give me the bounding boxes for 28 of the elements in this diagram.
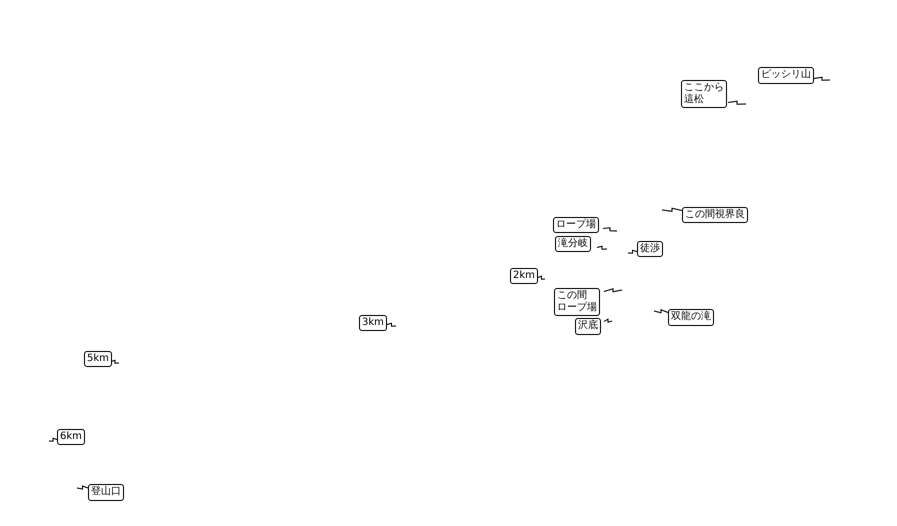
leader-line (48, 438, 58, 442)
leader-line (602, 227, 618, 232)
callout-label: 3km (359, 315, 387, 331)
leader-line (76, 485, 88, 490)
callout-label: 徒渉 (637, 241, 663, 257)
leader-line (596, 246, 608, 250)
callout-label: ロープ場 (553, 217, 599, 233)
leader-line (662, 208, 682, 212)
leader-line (814, 76, 830, 81)
leader-line (538, 276, 546, 280)
leader-line (628, 250, 638, 254)
callout-label: この間視界良 (682, 207, 748, 223)
callout-label: 双龍の滝 (668, 309, 714, 326)
callout-label: 滝分岐 (555, 236, 591, 252)
leader-line (728, 100, 746, 105)
callout-label: 登山口 (88, 484, 124, 501)
callout-label: 沢底 (575, 318, 601, 335)
leader-line (604, 318, 612, 323)
callout-label: 2km (510, 268, 538, 284)
leader-line (386, 322, 396, 327)
callout-label: 5km (84, 351, 112, 367)
leader-line (110, 360, 120, 364)
leader-line (654, 309, 668, 314)
callout-label: この間ロープ場 (554, 288, 600, 316)
callout-label: ここから這松 (681, 80, 727, 108)
callout-label: 6km (57, 429, 85, 445)
callout-label: ピッシリ山 (758, 67, 814, 84)
leader-line (604, 288, 622, 292)
